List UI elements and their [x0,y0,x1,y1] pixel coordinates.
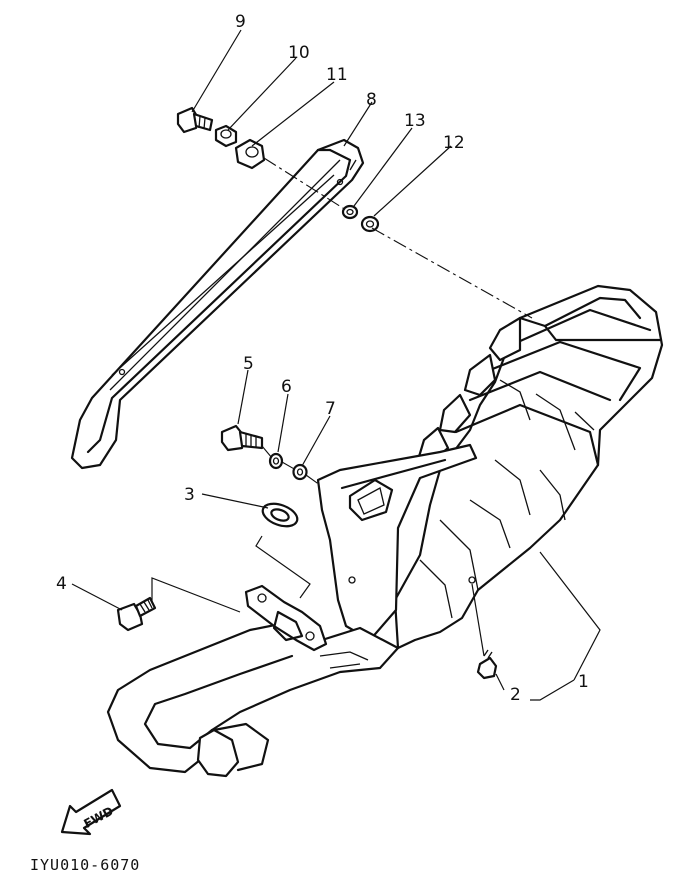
label-part-11: 11 [326,65,348,85]
muffler-part-1 [393,284,664,650]
label-part-2: 2 [510,685,521,705]
label-part-4: 4 [56,574,67,594]
damper-part-11 [234,138,266,170]
reference-code: IYU010-6070 [30,856,140,874]
collar-part-10 [214,124,238,148]
label-part-8: 8 [366,90,377,110]
label-part-13: 13 [404,111,426,131]
washer-part-6 [268,452,284,470]
gasket-part-3 [261,502,299,528]
fwd-arrow-icon: FWD [60,788,122,836]
label-part-10: 10 [288,43,310,63]
label-part-12: 12 [443,133,465,153]
exhaust-pipe [106,620,400,778]
label-part-1: 1 [578,672,589,692]
bolt-part-5 [220,424,264,452]
label-part-9: 9 [235,12,246,32]
washer-part-7 [292,463,308,481]
protector-part-8 [70,138,365,470]
label-part-7: 7 [325,399,336,419]
washer-part-13 [341,204,359,220]
part-labels: 1 2 3 4 5 6 7 8 9 10 11 12 13 [56,12,589,705]
leader-lines [71,29,601,701]
label-part-5: 5 [243,354,254,374]
label-part-6: 6 [281,377,292,397]
label-part-3: 3 [184,485,195,505]
assembly-lines [151,157,533,657]
bolt-part-9 [176,106,214,134]
exhaust-flange [244,584,328,652]
muffler-bracket [316,443,478,642]
washer-part-12 [360,215,380,233]
screw-part-2 [476,649,498,680]
bolt-part-4 [116,596,157,632]
